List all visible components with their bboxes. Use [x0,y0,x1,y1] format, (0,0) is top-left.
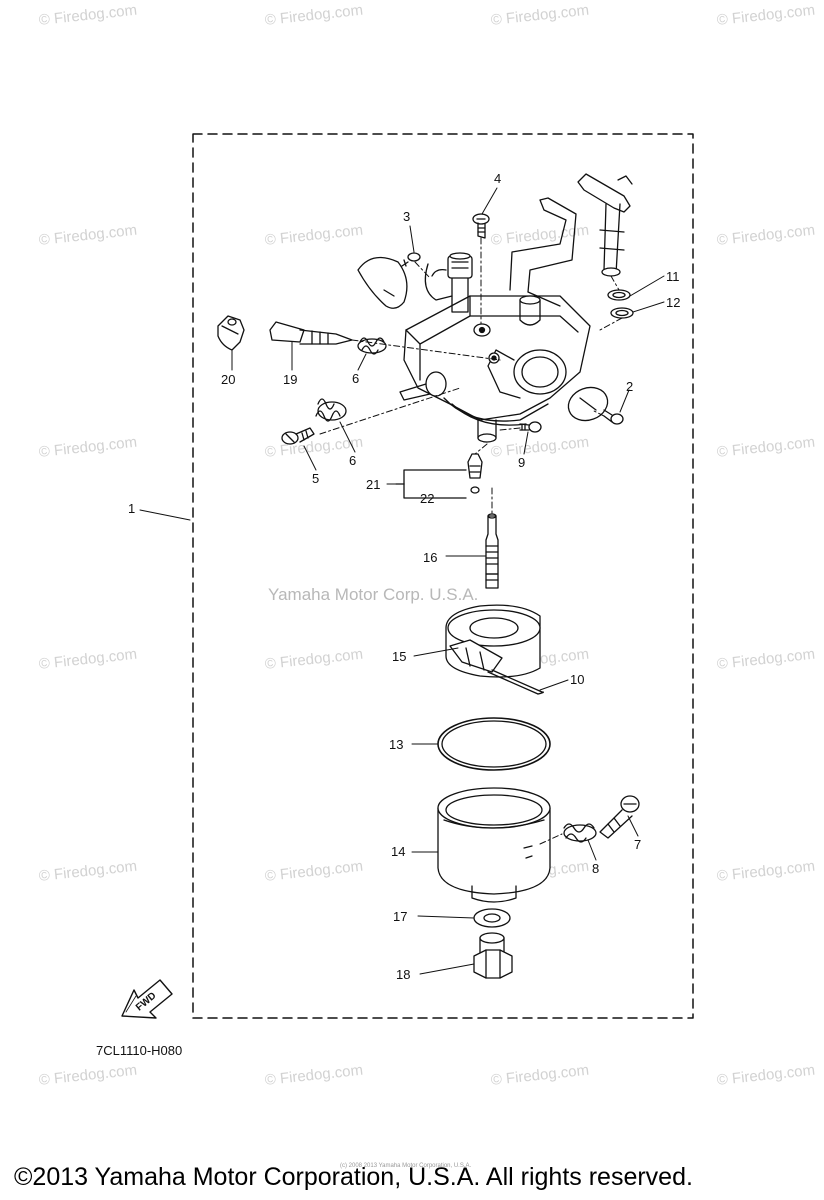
assembly-boundary [192,133,694,1019]
callout-13: 13 [389,737,404,752]
choke-plate [357,256,408,309]
washer-12 [610,307,634,319]
throttle-bracket [509,197,577,307]
callout-20: 20 [221,372,236,387]
callout-8: 8 [592,861,600,876]
leader-lines [139,187,665,975]
callout-3: 3 [403,209,411,224]
drain-bolt-18 [473,932,513,979]
callout-2: 2 [626,379,634,394]
screw-4 [472,213,490,239]
callout-11: 11 [666,269,680,284]
washer-11 [607,289,631,301]
tiny-copyright: (c) 2008 2013 Yamaha Motor Corporation, … [340,1163,472,1169]
callout-15: 15 [392,649,407,664]
spring-8 [563,823,597,843]
throttle-lever [577,173,633,277]
screw-9 [519,421,542,433]
callout-16: 16 [423,550,438,565]
washer-17 [473,908,511,928]
throttle-plate [567,386,609,422]
o-ring-22 [470,486,480,494]
spring-6-lower [315,398,347,422]
callout-18: 18 [396,967,411,982]
callout-5: 5 [312,471,320,486]
float-15 [445,604,541,678]
callout-14: 14 [391,844,406,859]
callout-10: 10 [570,672,585,687]
needle-19 [269,321,353,345]
callout-19: 19 [283,372,298,387]
drain-screw-7 [599,795,640,839]
callout-7: 7 [634,837,642,852]
copyright-footer: ©2013 Yamaha Motor Corporation, U.S.A. A… [14,1163,693,1191]
float-pin-10 [487,669,544,695]
callout-21: 21 [366,477,381,492]
spring-6-upper [357,337,387,355]
alignment-lines [319,237,623,845]
callout-6-upper: 6 [352,371,360,386]
float-chamber-14 [437,787,551,903]
pilot-screw-5 [281,427,315,445]
callout-1: 1 [128,501,136,516]
callout-6-lower: 6 [349,453,357,468]
screw-3 [401,252,421,267]
main-nozzle-16 [485,513,499,589]
callout-17: 17 [393,909,408,924]
carburetor-body [399,252,591,443]
diagram-code: 7CL1110-H080 [96,1043,183,1058]
callout-22: 22 [420,491,435,506]
gasket-13 [437,717,551,771]
callout-12: 12 [666,295,681,310]
callout-4: 4 [494,171,502,186]
screw-2 [603,409,624,425]
diagram-watermark: Yamaha Motor Corp. U.S.A. [268,585,479,604]
main-jet-21 [467,453,483,479]
label-bracket [403,469,467,485]
pilot-jet-20 [217,315,245,351]
callout-9: 9 [518,455,526,470]
fwd-arrow-icon [121,979,173,1019]
